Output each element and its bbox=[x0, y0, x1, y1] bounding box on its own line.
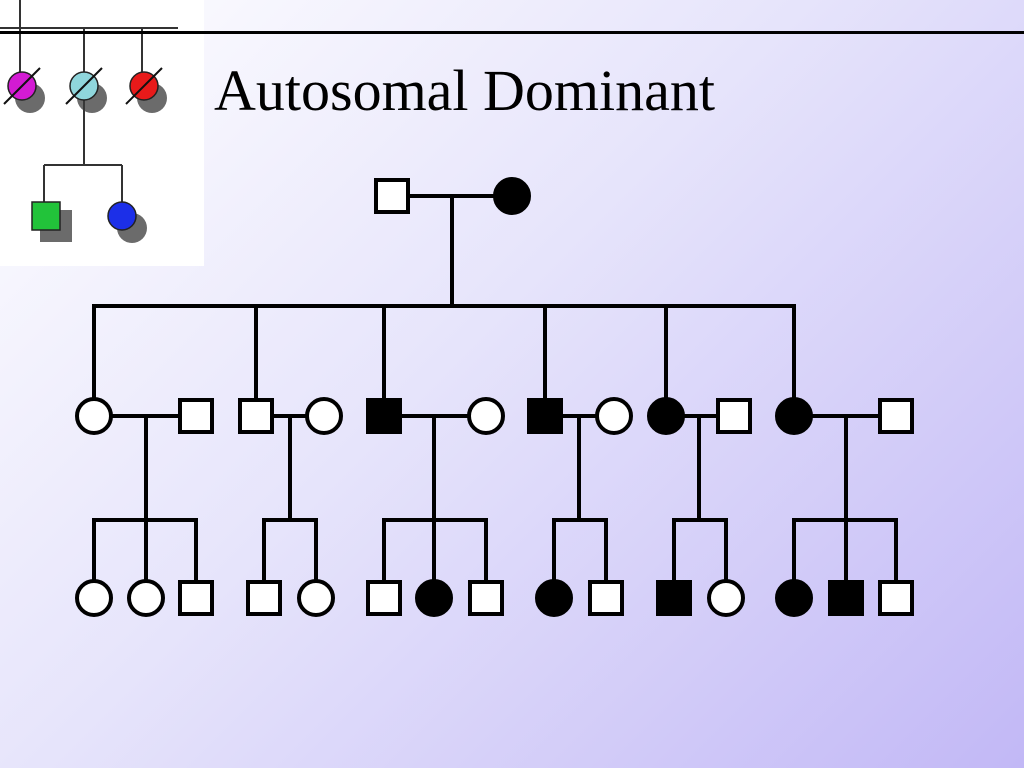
affected-male-g3-fam6-2 bbox=[828, 580, 864, 616]
unaffected-male-g3-fam3-3 bbox=[468, 580, 504, 616]
unaffected-male-g1-male bbox=[374, 178, 410, 214]
logo-lightblue-circle-slash bbox=[65, 67, 103, 105]
pedigree-logo-panel bbox=[0, 0, 204, 266]
slide-title: Autosomal Dominant bbox=[214, 58, 716, 123]
unaffected-male-g2-s5 bbox=[716, 398, 752, 434]
unaffected-female-g2-c1 bbox=[75, 397, 113, 435]
affected-male-g2-c3 bbox=[366, 398, 402, 434]
affected-female-g1-female bbox=[493, 177, 531, 215]
unaffected-female-g3-fam5-2 bbox=[707, 579, 745, 617]
unaffected-female-g3-fam1-1 bbox=[75, 579, 113, 617]
logo-blue-circle bbox=[107, 201, 137, 231]
unaffected-female-g2-s2 bbox=[305, 397, 343, 435]
unaffected-male-g2-c2 bbox=[238, 398, 274, 434]
unaffected-female-g3-fam1-2 bbox=[127, 579, 165, 617]
pedigree-logo-icon bbox=[0, 0, 178, 243]
logo-magenta-circle-slash bbox=[3, 67, 41, 105]
unaffected-female-g3-fam2-2 bbox=[297, 579, 335, 617]
unaffected-male-g3-fam6-3 bbox=[878, 580, 914, 616]
affected-female-g3-fam3-2 bbox=[415, 579, 453, 617]
affected-female-g3-fam4-1 bbox=[535, 579, 573, 617]
logo-red-circle-slash bbox=[125, 67, 163, 105]
unaffected-male-g2-s6 bbox=[878, 398, 914, 434]
unaffected-male-g3-fam4-2 bbox=[588, 580, 624, 616]
unaffected-male-g2-s1 bbox=[178, 398, 214, 434]
unaffected-female-g2-s4 bbox=[595, 397, 633, 435]
unaffected-male-g3-fam1-3 bbox=[178, 580, 214, 616]
unaffected-male-g3-fam3-1 bbox=[366, 580, 402, 616]
affected-female-g3-fam6-1 bbox=[775, 579, 813, 617]
logo-green-square bbox=[31, 201, 61, 231]
unaffected-male-g3-fam2-1 bbox=[246, 580, 282, 616]
unaffected-female-g2-s3 bbox=[467, 397, 505, 435]
affected-female-g2-c6 bbox=[775, 397, 813, 435]
affected-female-g2-c5 bbox=[647, 397, 685, 435]
affected-male-g2-c4 bbox=[527, 398, 563, 434]
title-rule bbox=[0, 31, 1024, 34]
affected-male-g3-fam5-1 bbox=[656, 580, 692, 616]
